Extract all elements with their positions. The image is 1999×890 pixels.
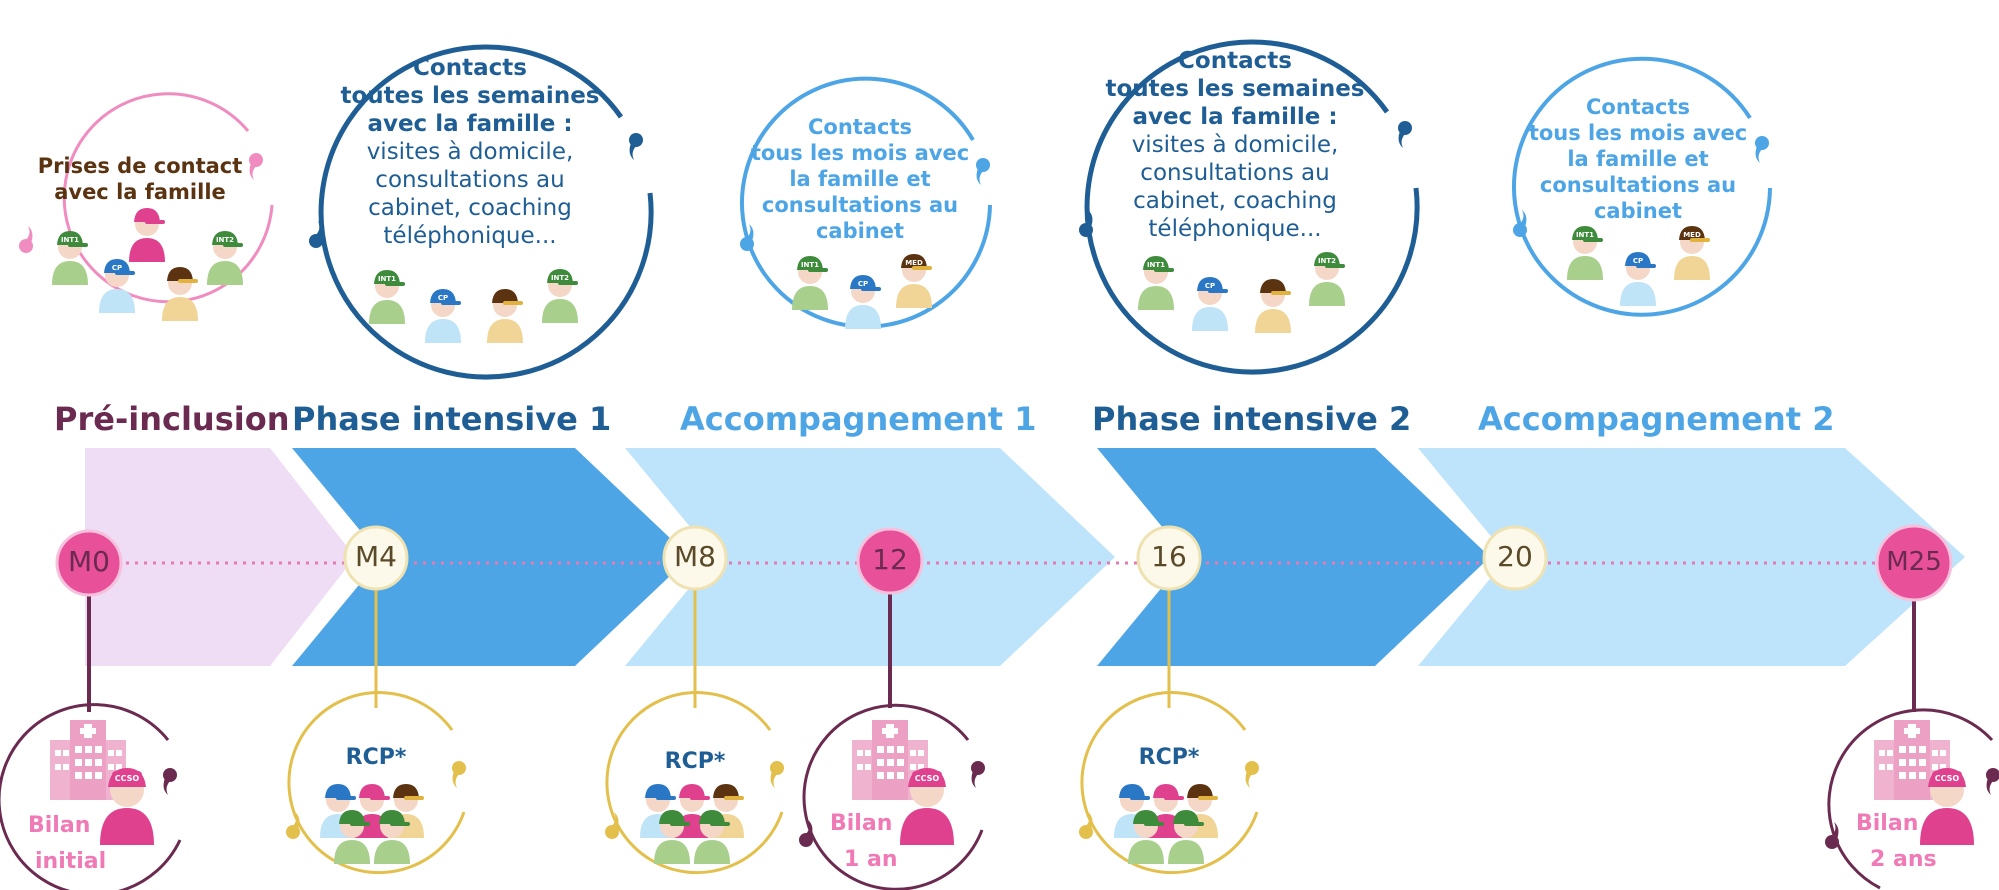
badge-int1: INT1 bbox=[1576, 231, 1594, 239]
rcp-circle-3 bbox=[1079, 691, 1259, 875]
milestone-label-12: 12 bbox=[872, 543, 908, 576]
ccso-person-icon bbox=[100, 768, 154, 845]
badge-cp: CP bbox=[1205, 282, 1215, 290]
rcp-label-2: RCP* bbox=[664, 749, 726, 774]
phase-label-intensive-1: Phase intensive 1 bbox=[292, 400, 612, 438]
rcp-circle-1 bbox=[286, 691, 466, 875]
quote-icon bbox=[629, 133, 643, 160]
contact-text-intensive-2: Contacts toutes les semaines avec la fam… bbox=[1105, 48, 1365, 242]
badge-cp: CP bbox=[112, 264, 122, 272]
milestone-m4 bbox=[343, 525, 409, 591]
bilan-2-ans-label: Bilan 2 ans bbox=[1856, 811, 1937, 872]
phase-label-accompagnement-1: Accompagnement 1 bbox=[680, 400, 1037, 438]
milestone-label-16: 16 bbox=[1151, 540, 1187, 573]
phase-label-intensive-2: Phase intensive 2 bbox=[1092, 400, 1412, 438]
badge-int2: INT2 bbox=[551, 274, 569, 282]
badge-med: MED bbox=[905, 259, 923, 267]
milestone-label-m0: M0 bbox=[68, 545, 110, 578]
badge-int1: INT1 bbox=[1147, 261, 1165, 269]
rcp-label-3: RCP* bbox=[1138, 745, 1200, 770]
contact-text-monthly-1: Contacts tous les mois avec la famille e… bbox=[750, 115, 970, 243]
milestone-m8 bbox=[662, 525, 728, 591]
milestone-m0 bbox=[55, 529, 123, 597]
phase-label-pre-inclusion: Pré-inclusion bbox=[54, 400, 290, 438]
connectors bbox=[87, 583, 1916, 712]
bilan-1-an-circle bbox=[799, 703, 985, 890]
badge-int2: INT2 bbox=[216, 236, 234, 244]
milestone-12 bbox=[856, 527, 924, 595]
badge-ccso: CCSO bbox=[115, 774, 140, 783]
bilan-1-an-label: Bilan 1 an bbox=[830, 811, 898, 872]
contact-circle-intensive-1 bbox=[309, 44, 654, 380]
ccso-person-icon bbox=[1920, 768, 1974, 845]
milestone-label-m4: M4 bbox=[355, 540, 397, 573]
badge-int1: INT1 bbox=[801, 261, 819, 269]
bilan-initial-circle bbox=[0, 703, 182, 890]
person-med-icon bbox=[1255, 279, 1291, 333]
contact-circle-monthly-2 bbox=[1512, 56, 1772, 317]
quote-icon bbox=[1986, 768, 1999, 795]
quote-icon bbox=[1245, 761, 1259, 788]
quote-icon bbox=[971, 761, 985, 788]
milestone-m25 bbox=[1875, 524, 1953, 602]
quote-icon bbox=[1079, 812, 1093, 839]
phase-label-accompagnement-2: Accompagnement 2 bbox=[1478, 400, 1835, 438]
badge-int1: INT1 bbox=[378, 275, 396, 283]
quote-icon bbox=[286, 812, 300, 839]
badge-cp: CP bbox=[438, 294, 448, 302]
contact-text-intensive-1: Contacts toutes les semaines avec la fam… bbox=[340, 55, 600, 249]
chevron-phase-intensive-2 bbox=[1097, 448, 1490, 666]
badge-ccso: CCSO bbox=[1935, 774, 1960, 783]
chevron-phase-intensive-1 bbox=[292, 448, 690, 666]
badge-int1: INT1 bbox=[61, 236, 79, 244]
chevron-accompagnement-2 bbox=[1418, 448, 1965, 666]
milestone-label-20: 20 bbox=[1497, 540, 1533, 573]
quote-icon bbox=[19, 226, 33, 253]
quote-icon bbox=[452, 761, 466, 788]
contact-text-pre-inclusion: Prises de contact avec la famille bbox=[37, 154, 243, 204]
person-ccso-icon bbox=[129, 208, 165, 262]
badge-med: MED bbox=[1683, 231, 1701, 239]
bilan-initial-label: Bilan initial bbox=[28, 813, 107, 874]
badge-cp: CP bbox=[1633, 257, 1643, 265]
rcp-circle-2 bbox=[605, 691, 784, 875]
milestone-label-m8: M8 bbox=[674, 540, 716, 573]
badge-ccso: CCSO bbox=[915, 774, 940, 783]
contact-circle-intensive-2 bbox=[1079, 39, 1420, 375]
ccso-person-icon bbox=[900, 768, 954, 845]
rcp-label-1: RCP* bbox=[345, 745, 407, 770]
person-med-icon bbox=[162, 267, 198, 321]
quote-icon bbox=[770, 761, 784, 788]
contact-circle-pre-inclusion bbox=[19, 92, 274, 321]
chevron-pre-inclusion bbox=[85, 448, 355, 666]
person-med-icon bbox=[487, 289, 523, 343]
quote-icon bbox=[163, 768, 177, 795]
contact-circle-monthly-1 bbox=[740, 76, 992, 329]
badge-cp: CP bbox=[858, 280, 868, 288]
milestone-20 bbox=[1482, 525, 1548, 591]
milestone-16 bbox=[1136, 525, 1202, 591]
milestone-label-m25: M25 bbox=[1886, 547, 1942, 577]
contact-text-monthly-2: Contacts tous les mois avec la famille e… bbox=[1528, 95, 1748, 223]
badge-int2: INT2 bbox=[1318, 257, 1336, 265]
quote-icon bbox=[1398, 121, 1412, 148]
bilan-2-ans-circle bbox=[1825, 708, 1999, 890]
